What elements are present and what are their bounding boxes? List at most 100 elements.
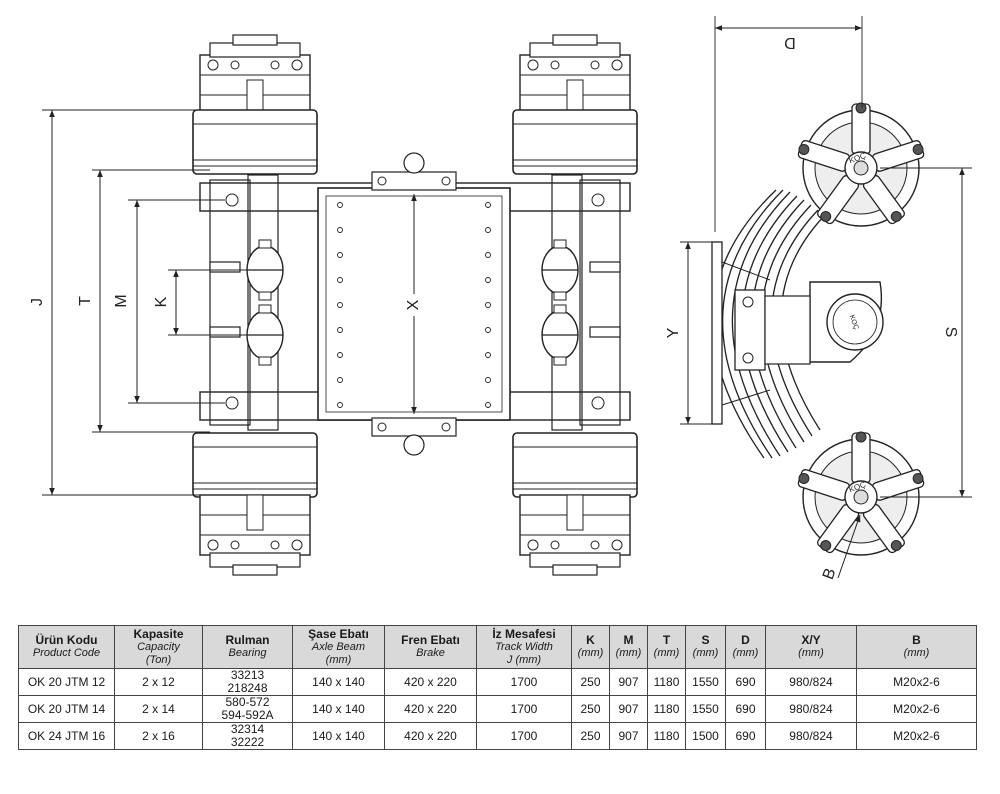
table-cell: 1700 [476, 695, 572, 723]
header-label-tr: Rulman [225, 633, 270, 647]
header-label-tr: D [741, 633, 750, 647]
table-cell: 690 [725, 722, 766, 750]
cell-text: 690 [735, 728, 756, 743]
cell-text: 690 [735, 701, 756, 716]
table-cell: OK 20 JTM 12 [18, 668, 115, 696]
cell-text: 907 [618, 674, 639, 689]
cell-text: 1700 [510, 674, 538, 689]
cell-text: 907 [618, 701, 639, 716]
table-cell: 1500 [685, 722, 726, 750]
table-header-cell: S(mm) [685, 625, 726, 669]
table-cell: 907 [609, 722, 648, 750]
table-cell: M20x2-6 [856, 695, 977, 723]
cell-text: OK 20 JTM 14 [27, 701, 106, 716]
cell-text: 690 [735, 674, 756, 689]
header-label-tr: Kapasite [133, 626, 184, 641]
table-cell: OK 24 JTM 16 [18, 722, 115, 750]
cell-text: 420 x 220 [404, 674, 457, 689]
cell-text: M20x2-6 [893, 701, 940, 716]
cell-text: 33213 [230, 668, 265, 682]
cell-text: 980/824 [789, 674, 833, 689]
header-label-en: (mm) [577, 647, 604, 659]
cell-text: 218248 [227, 681, 268, 695]
table-header-cell: T(mm) [647, 625, 686, 669]
header-label-tr: T [662, 633, 671, 647]
header-label-en: Axle Beam [311, 640, 366, 653]
side-view: KOÇ KOÇ KOÇ D Y S B [665, 16, 972, 582]
cell-text: 1550 [692, 701, 719, 716]
cell-text: 580-572 [225, 695, 270, 709]
table-cell: 420 x 220 [384, 668, 477, 696]
table-cell: 420 x 220 [384, 722, 477, 750]
table-header-cell: M(mm) [609, 625, 648, 669]
dim-label-j: J [29, 298, 46, 306]
dim-label-y: Y [665, 327, 682, 338]
cell-text: 250 [580, 701, 601, 716]
header-label-en: J (mm) [506, 653, 542, 666]
header-label-tr: B [912, 633, 921, 647]
header-label-tr: Şase Ebatı [308, 626, 369, 641]
technical-drawing: X J T M K [29, 16, 972, 582]
table-cell: 980/824 [765, 722, 857, 750]
table-cell: 250 [571, 695, 610, 723]
cell-text: 1700 [510, 701, 538, 716]
table-cell: 690 [725, 668, 766, 696]
table-cell: 1700 [476, 722, 572, 750]
cell-text: 1180 [653, 701, 680, 716]
cell-text: 250 [580, 728, 601, 743]
cell-text: 420 x 220 [404, 701, 457, 716]
cell-text: 140 x 140 [312, 674, 365, 689]
cell-text: OK 20 JTM 12 [27, 674, 106, 689]
table-cell: 250 [571, 668, 610, 696]
header-label-tr: S [701, 633, 710, 647]
dim-label-s: S [942, 327, 959, 338]
dim-label-m: M [113, 294, 130, 307]
table-header-cell: X/Y(mm) [765, 625, 857, 669]
table-cell: 140 x 140 [292, 695, 385, 723]
table-cell: 1700 [476, 668, 572, 696]
dim-label-d: D [784, 34, 796, 51]
header-label-en: Bearing [228, 647, 267, 659]
table-cell: 1180 [647, 722, 686, 750]
header-label-en: (mm) [692, 647, 719, 659]
table-header-cell: B(mm) [856, 625, 977, 669]
cell-text: 907 [618, 728, 639, 743]
table-cell: 2 x 14 [114, 695, 203, 723]
cell-text: 140 x 140 [312, 701, 365, 716]
cell-text: 420 x 220 [404, 728, 457, 743]
table-cell: 907 [609, 668, 648, 696]
table-cell: 690 [725, 695, 766, 723]
cell-text: 140 x 140 [312, 728, 365, 743]
header-label-tr: Fren Ebatı [401, 633, 460, 647]
cell-text: 32314 [230, 722, 265, 736]
table-header-cell: D(mm) [725, 625, 766, 669]
dim-label-b: B [820, 566, 840, 582]
header-label-en: (mm) [732, 647, 759, 659]
cell-text: 594-592A [221, 708, 274, 722]
cell-text: 1500 [692, 728, 719, 743]
header-label-en: (mm) [325, 653, 352, 666]
cell-text: 1550 [692, 674, 719, 689]
table-cell: 1180 [647, 695, 686, 723]
top-view: X J T M K [29, 34, 638, 576]
table-cell: 420 x 220 [384, 695, 477, 723]
table-cell: 2 x 16 [114, 722, 203, 750]
header-label-en: (mm) [653, 647, 680, 659]
table-cell: 140 x 140 [292, 722, 385, 750]
header-label-en: Product Code [32, 647, 101, 659]
cell-text: M20x2-6 [893, 674, 940, 689]
